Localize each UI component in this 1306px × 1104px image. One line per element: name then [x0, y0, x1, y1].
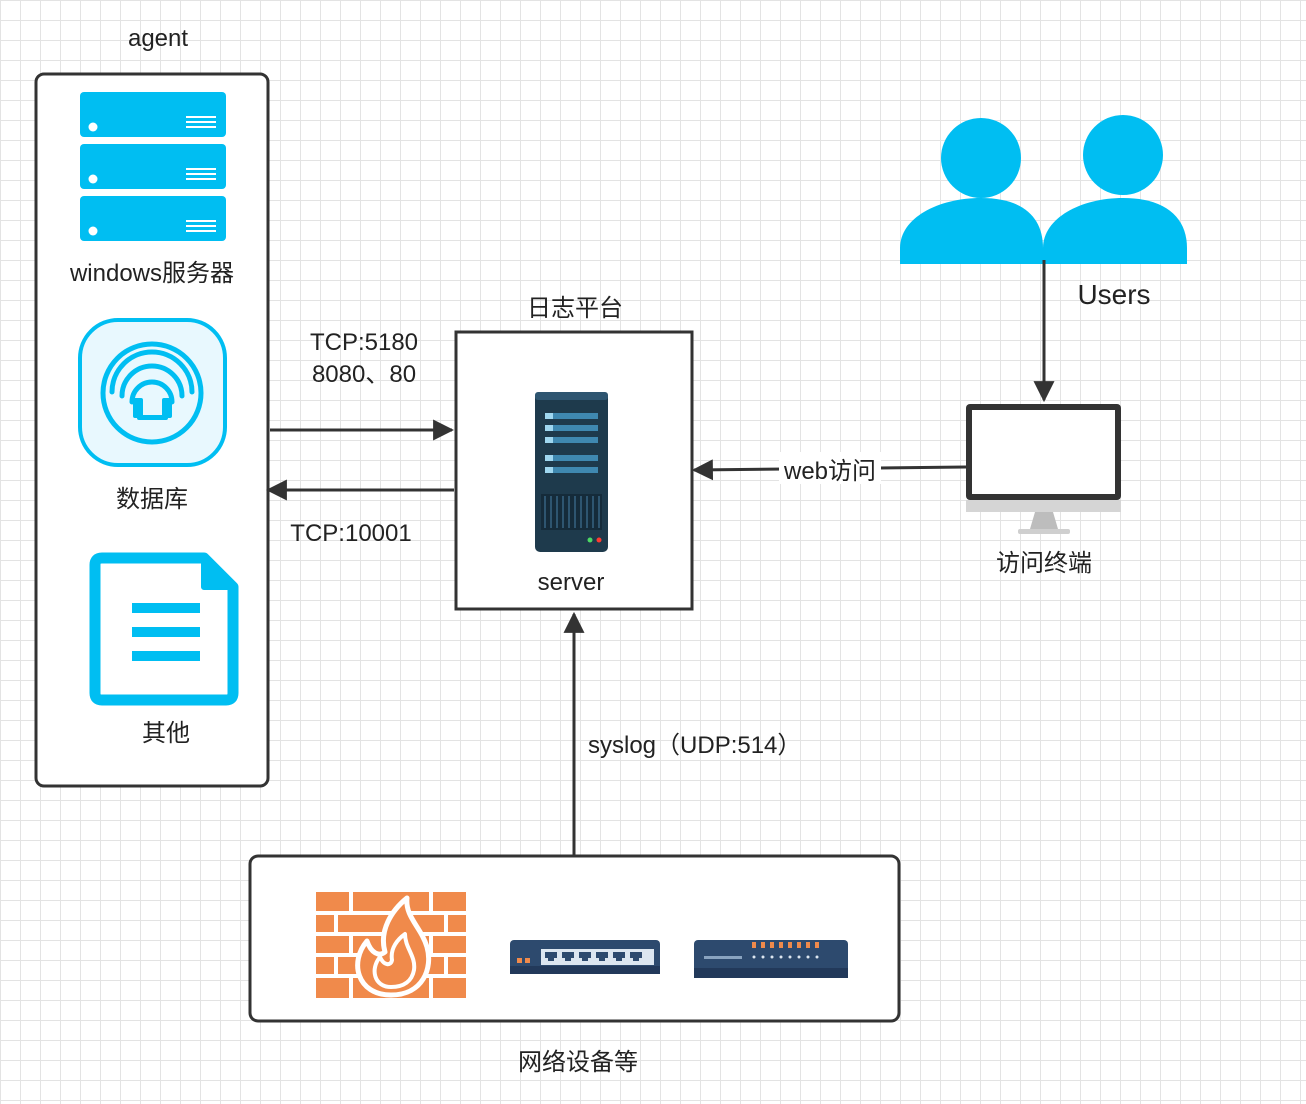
- edge-label-web-background: [779, 452, 881, 484]
- log-platform-label: 日志平台: [527, 295, 623, 322]
- database-label: 数据库: [116, 486, 188, 513]
- edge-label-tcp-5180: TCP:5180: [310, 329, 418, 356]
- access-terminal-label: 访问终端: [996, 550, 1092, 577]
- agent-group-label: agent: [128, 25, 188, 52]
- other-label: 其他: [142, 720, 190, 747]
- edge-label-8080-80: 8080、80: [312, 361, 416, 388]
- router-icon: [694, 940, 848, 978]
- document-icon: [89, 552, 239, 706]
- firewall-icon: [316, 892, 466, 998]
- server-label: server: [538, 569, 605, 596]
- network-switch-icon: [510, 940, 660, 974]
- users-icon: [900, 115, 1187, 264]
- network-devices-label: 网络设备等: [518, 1049, 638, 1076]
- edge-label-syslog: syslog（UDP:514）: [588, 732, 801, 759]
- edge-label-web-access: web访问: [783, 458, 876, 485]
- server-tower-icon: [535, 392, 608, 552]
- server-rack-icon: [80, 92, 226, 241]
- windows-server-label: windows服务器: [69, 260, 234, 287]
- database-headset-icon: [78, 318, 227, 467]
- edge-label-tcp-10001: TCP:10001: [290, 520, 411, 547]
- monitor-icon: [966, 404, 1121, 534]
- users-label: Users: [1077, 279, 1150, 310]
